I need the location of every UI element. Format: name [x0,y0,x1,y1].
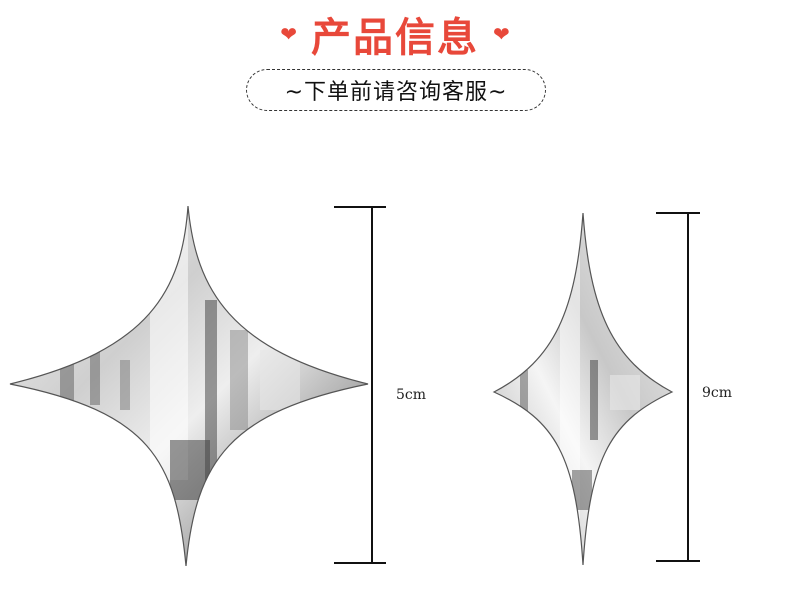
size-label-small: 9cm [702,385,732,401]
page-title: 产品信息 [311,15,479,61]
heart-right-icon: ❤ [493,22,510,46]
size-label-large: 5cm [396,387,426,403]
mirror-star-large-icon [9,205,369,567]
heart-left-icon: ❤ [280,22,297,46]
mirror-star-small-icon [492,212,674,566]
subtitle-text: ~下单前请咨询客服~ [284,80,508,105]
header: ❤ 产品信息 ❤ [0,6,790,62]
dimension-bar-small [656,212,700,562]
dimension-bar-large [334,206,386,564]
subtitle-badge: ~下单前请咨询客服~ [246,69,546,111]
